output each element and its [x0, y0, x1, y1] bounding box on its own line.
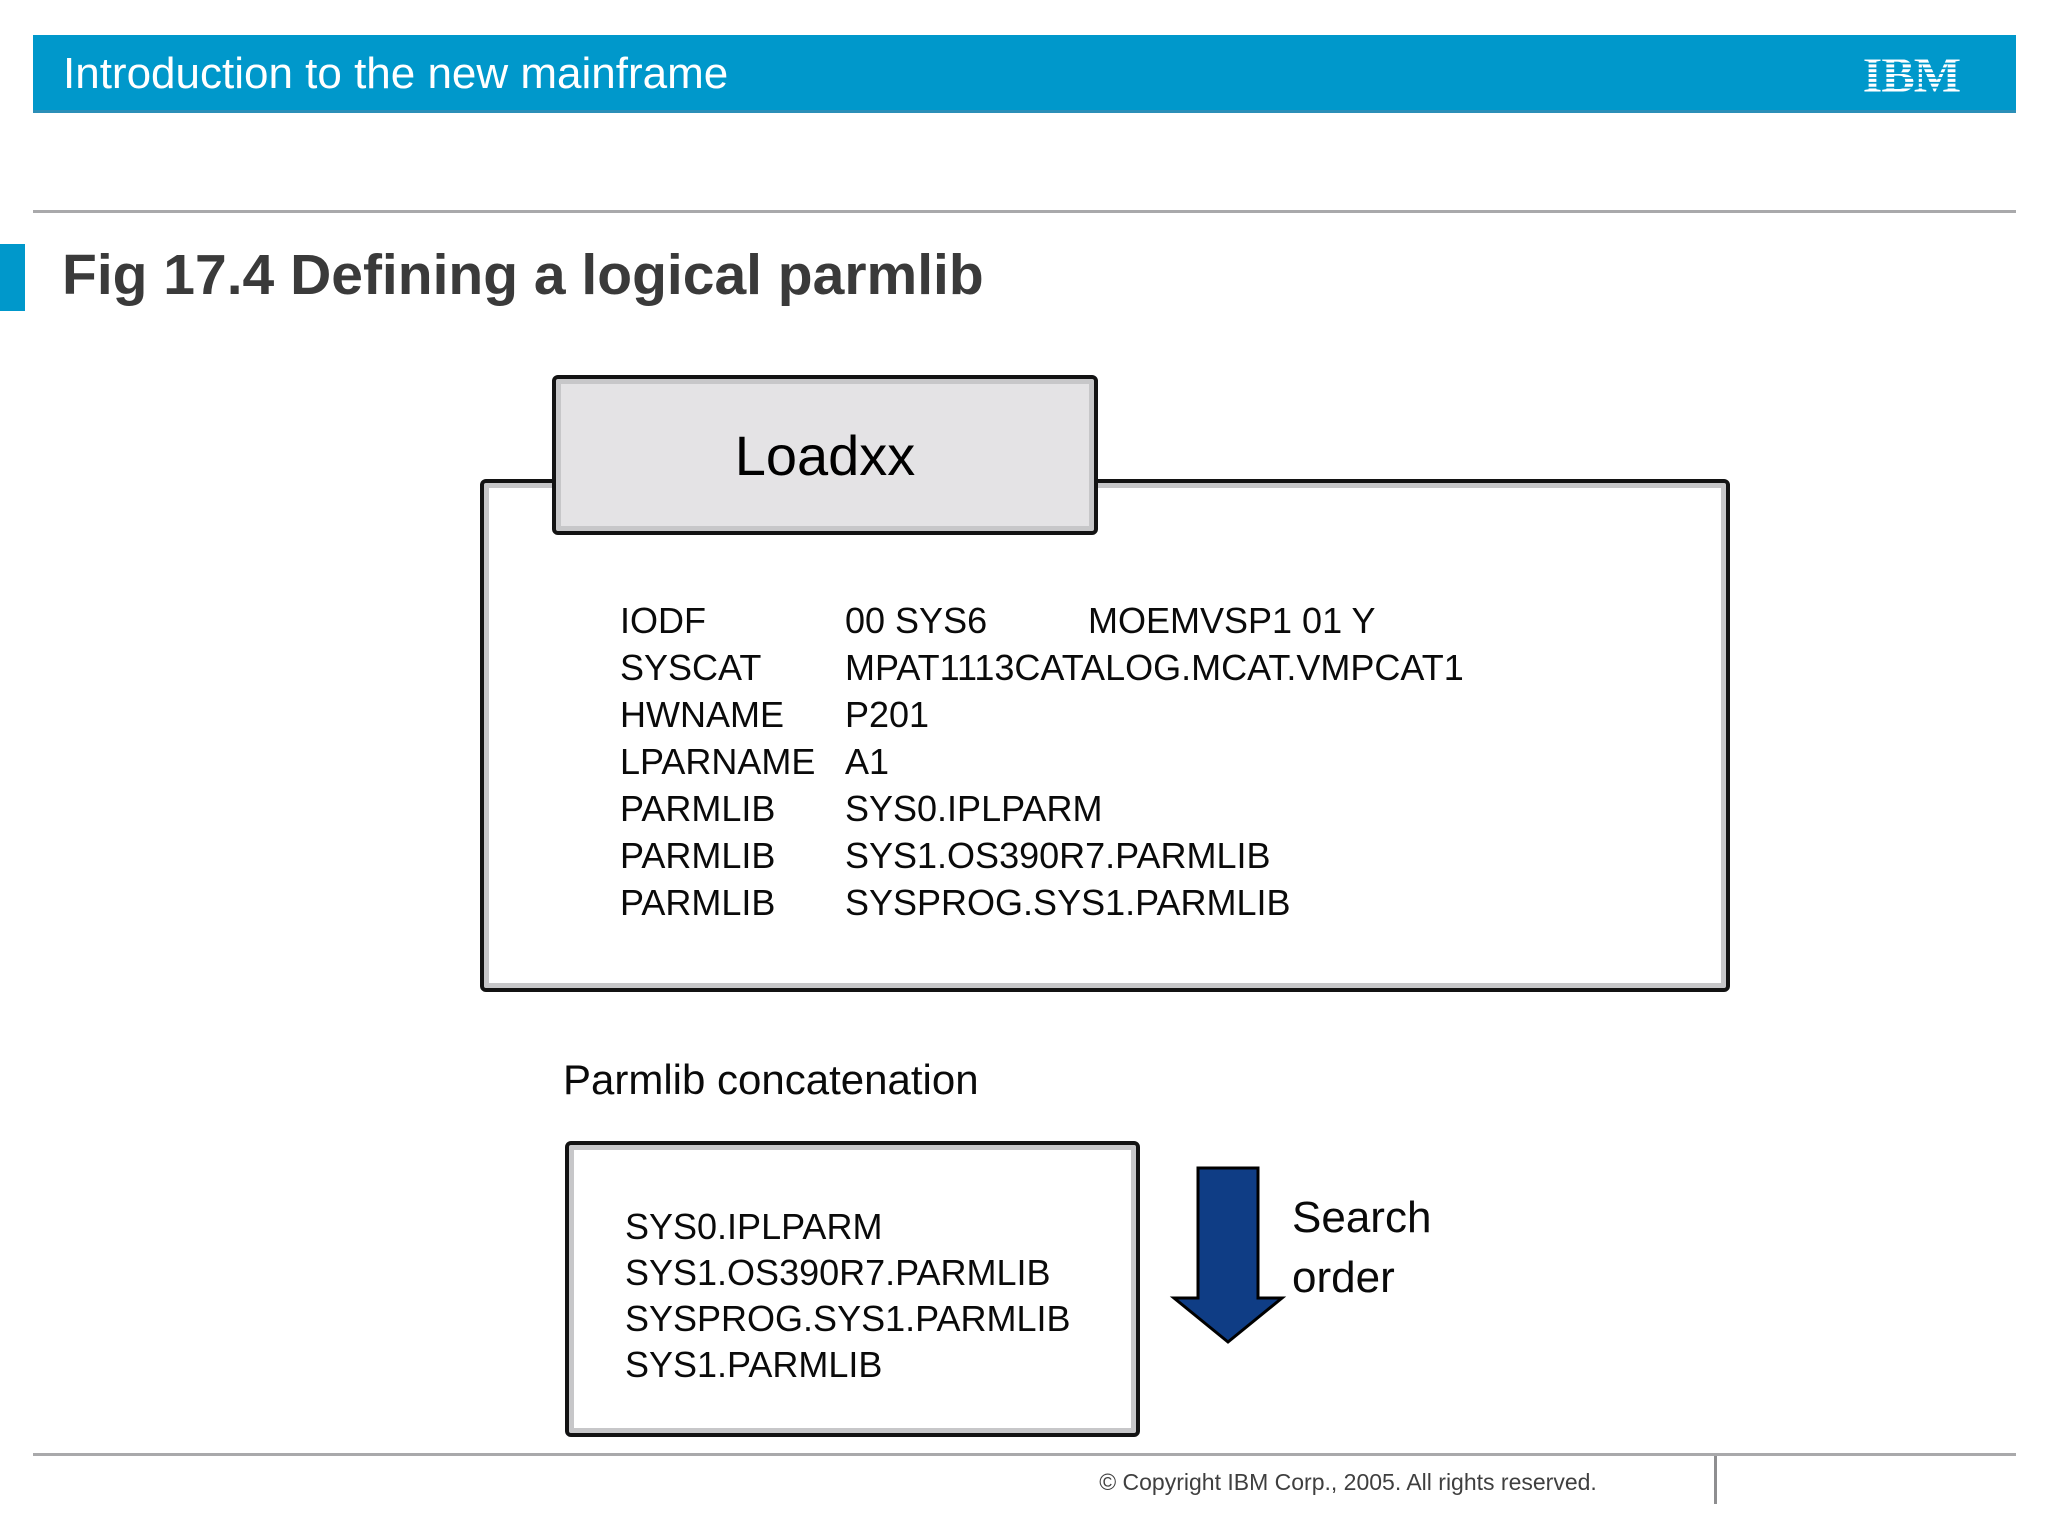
config-row: IODF 00 SYS6 MOEMVSP1 01 Y	[620, 597, 1464, 644]
concatenation-item: SYS1.OS390R7.PARMLIB	[625, 1252, 1051, 1293]
ibm-logo-text: IBM	[1863, 46, 1960, 102]
footer-tick	[1714, 1456, 1717, 1504]
config-extra: MOEMVSP1 01 Y	[1088, 600, 1376, 641]
down-arrow-icon	[1169, 1166, 1287, 1344]
concatenation-item: SYSPROG.SYS1.PARMLIB	[625, 1298, 1071, 1339]
title-bullet	[0, 244, 25, 311]
concatenation-box	[565, 1141, 1140, 1437]
config-value: 00 SYS6	[845, 600, 988, 641]
config-row: SYSCAT MPAT1113CATALOG.MCAT.VMPCAT1	[620, 644, 1464, 691]
config-value: SYS1.OS390R7.PARMLIB	[845, 835, 1271, 876]
concatenation-title: Parmlib concatenation	[563, 1056, 979, 1103]
config-keyword: LPARNAME	[620, 741, 816, 782]
config-row: PARMLIB SYS1.OS390R7.PARMLIB	[620, 832, 1464, 879]
config-keyword: IODF	[620, 600, 706, 641]
loadxx-config-list: IODF 00 SYS6 MOEMVSP1 01 Y SYSCAT MPAT1113C…	[620, 597, 1464, 926]
config-keyword: PARMLIB	[620, 882, 776, 923]
concatenation-item: SYS0.IPLPARM	[625, 1206, 883, 1247]
config-keyword: PARMLIB	[620, 788, 776, 829]
config-value: MPAT1113CATALOG.MCAT.VMPCAT1	[845, 647, 1464, 688]
config-keyword: SYSCAT	[620, 647, 762, 688]
config-value: SYS0.IPLPARM	[845, 788, 1103, 829]
config-row: LPARNAME A1	[620, 738, 1464, 785]
config-row: PARMLIB SYS0.IPLPARM	[620, 785, 1464, 832]
copyright-notice: © Copyright IBM Corp., 2005. All rights …	[1099, 1469, 1597, 1495]
concatenation-list: SYS0.IPLPARM SYS1.OS390R7.PARMLIB SYSPRO…	[625, 1204, 1070, 1388]
config-keyword: HWNAME	[620, 694, 784, 735]
config-value: SYSPROG.SYS1.PARMLIB	[845, 882, 1291, 923]
page-title: Fig 17.4 Defining a logical parmlib	[62, 243, 984, 307]
loadxx-box: Loadxx	[552, 375, 1098, 535]
loadxx-content-box	[480, 479, 1730, 992]
config-value: A1	[845, 741, 890, 782]
concatenation-item: SYS1.PARMLIB	[625, 1344, 883, 1385]
search-order-label: Search order	[1292, 1193, 1432, 1302]
header-title: Introduction to the new mainframe	[63, 49, 729, 98]
config-value: P201	[845, 694, 930, 735]
config-keyword: PARMLIB	[620, 835, 776, 876]
footer-divider	[33, 1453, 2016, 1456]
header-divider	[33, 210, 2016, 213]
loadxx-label: Loadxx	[734, 423, 916, 487]
config-row: PARMLIB SYSPROG.SYS1.PARMLIB	[620, 879, 1464, 926]
config-row: HWNAME P201	[620, 691, 1464, 738]
header-bar: Introduction to the new mainframe IBM	[33, 35, 2016, 113]
ibm-logo-icon: IBM	[1863, 46, 1961, 102]
